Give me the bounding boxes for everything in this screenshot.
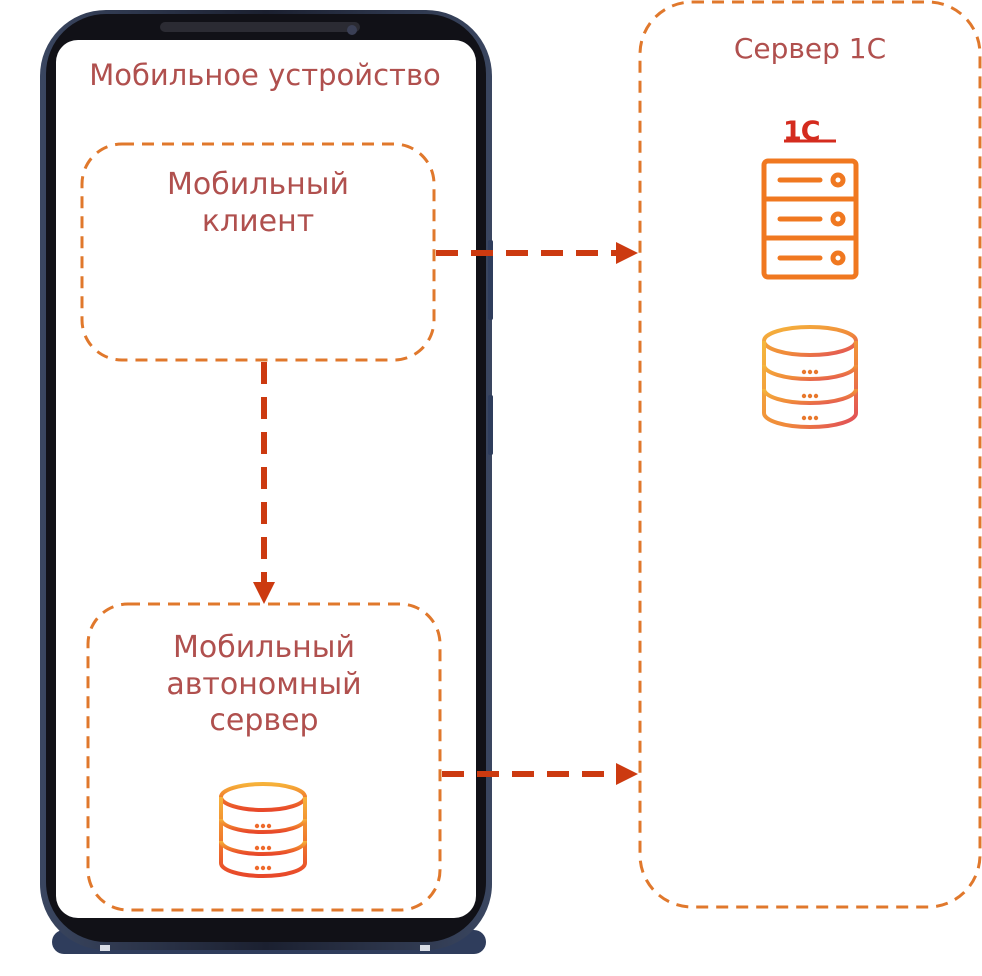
- device-title: Мобильное устройство: [89, 58, 441, 92]
- mobile-server-label-line: автономный: [166, 666, 362, 702]
- database-icon: [219, 782, 307, 878]
- mobile-server-label-line: Мобильный: [173, 630, 355, 665]
- mobile-client-label-line: Мобильный: [167, 167, 349, 202]
- server-rack-icon: [761, 158, 859, 280]
- front-camera-icon: [347, 25, 357, 35]
- volume-button: [488, 240, 493, 320]
- arrow-autonomous-server-to-server: [442, 763, 638, 785]
- logo-1c-text: 1С: [783, 116, 821, 147]
- database-icon: [762, 325, 858, 429]
- phone-bottom-detail: [100, 945, 110, 951]
- arrow-client-to-server: [436, 242, 638, 264]
- mobile-server-label-line: сервер: [209, 703, 319, 739]
- arrow-client-to-autonomous-server: [253, 362, 275, 604]
- phone-speaker: [160, 22, 360, 32]
- power-button: [488, 395, 493, 455]
- server-1c-title: Сервер 1С: [733, 32, 887, 65]
- mobile-client-label-line: клиент: [201, 203, 315, 239]
- mobile-client-label: Мобильный клиент: [82, 167, 434, 240]
- mobile-client-box: [80, 142, 436, 362]
- mobile-autonomous-server-box: [86, 602, 442, 912]
- phone-bottom-detail: [420, 945, 430, 951]
- mobile-server-label: Мобильный автономный сервер: [90, 630, 438, 740]
